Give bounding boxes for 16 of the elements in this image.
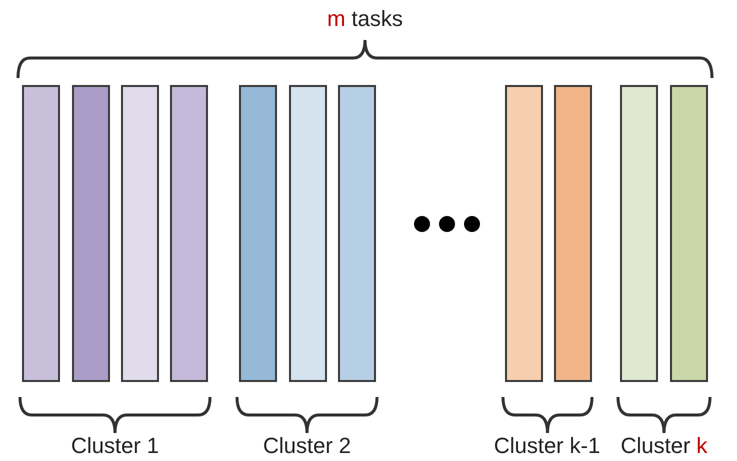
cluster-label: Cluster 1 bbox=[70, 433, 160, 459]
task-bar bbox=[72, 85, 110, 382]
task-bar bbox=[554, 85, 592, 382]
task-bar bbox=[239, 85, 277, 382]
task-bar bbox=[620, 85, 658, 382]
task-bar bbox=[170, 85, 208, 382]
task-bar bbox=[670, 85, 708, 382]
cluster-label: Cluster 2 bbox=[262, 433, 352, 459]
brace-label: m tasks bbox=[327, 6, 403, 32]
cluster-label: Cluster k-1 bbox=[494, 433, 600, 459]
task-bar bbox=[505, 85, 543, 382]
task-bar bbox=[289, 85, 327, 382]
task-bar bbox=[121, 85, 159, 382]
task-bar bbox=[338, 85, 376, 382]
cluster-label: Cluster k bbox=[620, 433, 708, 459]
task-bar bbox=[22, 85, 60, 382]
